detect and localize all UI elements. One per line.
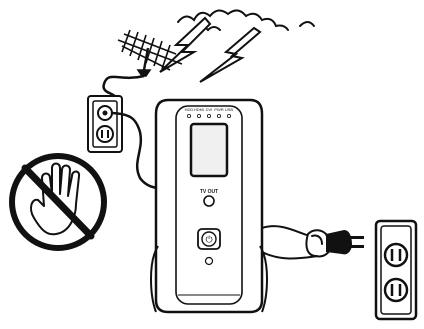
indicator-led xyxy=(206,114,211,119)
ir-sensor xyxy=(204,256,214,266)
hand-with-plug-icon xyxy=(261,225,332,260)
indicator-led xyxy=(186,114,191,119)
indicator-panel: HDD HDMI DVI PWR USB xyxy=(185,107,234,119)
device-screen xyxy=(189,122,229,178)
media-player-device: HDD HDMI DVI PWR USB TV OUT ⏻ xyxy=(150,98,268,314)
plug-icon xyxy=(326,230,364,255)
antenna-icon xyxy=(117,29,183,77)
antenna-wall-outlet-icon xyxy=(87,95,123,153)
indicator-led xyxy=(216,114,221,119)
indicator-label-hdd: HDD xyxy=(185,107,194,112)
indicator-led xyxy=(196,114,201,119)
power-button-ring xyxy=(201,231,217,247)
do-not-touch-icon xyxy=(9,153,107,251)
power-wall-outlet-icon xyxy=(374,219,418,321)
indicator-led xyxy=(226,114,231,119)
tv-out-port xyxy=(203,195,215,207)
power-icon: ⏻ xyxy=(205,235,212,246)
tv-out-label: TV OUT xyxy=(200,189,218,195)
indicator-label-pwr: PWR xyxy=(214,107,223,112)
indicator-label-dvi: DVI xyxy=(206,107,213,112)
indicator-label-usb: USB xyxy=(225,107,234,112)
indicator-label-hdmi: HDMI xyxy=(194,107,204,112)
